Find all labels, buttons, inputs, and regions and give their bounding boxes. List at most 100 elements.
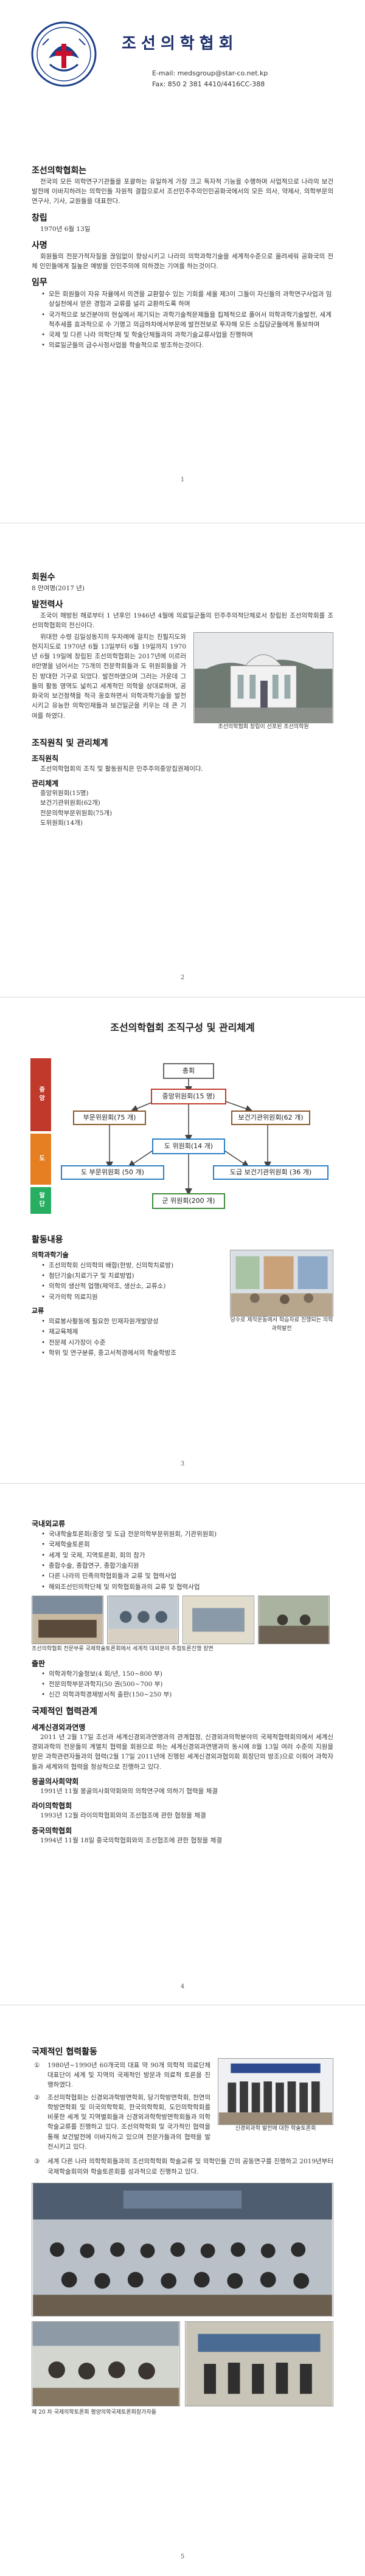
participants-photo-1 <box>32 2321 180 2406</box>
activities-list-1: 조선의학회 신의학의 배합(한방, 신의학치료방) 첨단기술(치료기구 및 치료… <box>32 1261 224 1302</box>
mission-heading: 사명 <box>32 240 47 250</box>
duties-list: 모든 회원들이 자유 자율에서 의견을 교환할수 있는 기회를 세울 제3이 그… <box>32 289 333 351</box>
duties-heading: 임무 <box>32 278 47 288</box>
list-item: 의학의 생산적 업행(제약조, 생산소, 교류소) <box>41 1281 224 1292</box>
page-2: 회원수 8 만여명(2017 년) 발전력사 조국이 해방된 해로부터 1 년후… <box>0 523 365 997</box>
org-box-province-health: 도급 보건기관위원회 (36 개) <box>213 1165 328 1180</box>
side-label-local: 말단 <box>30 1187 51 1214</box>
conference-photos <box>32 1595 333 1644</box>
intl-section: 국내외교류 국내학술토론회(중앙 및 도급 전문의학부문위원회, 기관위원회) … <box>32 1514 333 1845</box>
coop-who-heading: 세계신경외과연맹 <box>32 1723 86 1732</box>
academy-building-photo <box>193 632 333 723</box>
publ-list: 의학과학기술정보(4 회/년, 150~800 부) 전문의학부문과학지(50 … <box>32 1669 333 1700</box>
list-item: 전문제 시가장이 수준 <box>41 1338 224 1348</box>
coop-org-text: 1991년 11월 몽골의사회약회와의 의학연구에 의하기 협력을 체결 <box>40 1788 218 1796</box>
page-4: 국내외교류 국내학술토론회(중앙 및 도급 전문의학부문위원회, 기관위원회) … <box>0 1483 365 2005</box>
page-number: 3 <box>180 1461 185 1467</box>
coop-org-text: 1994년 11월 18일 중국의학협회와의 조선협조에 관한 협정을 체결 <box>40 1836 222 1844</box>
list-item: 세계 및 국제, 지역토론회, 회의 참가 <box>41 1551 333 1561</box>
membership-value: 8 만여명(2017 년) <box>32 584 85 592</box>
photo-caption: 당수로 제작운동에서 학습자료 진행되는 의학과학발전 <box>230 1317 333 1332</box>
intro-heading: 조선의학협회는 <box>32 166 87 176</box>
list-item: 학위 및 연구분류, 중고서적경에서의 학술학방조 <box>41 1348 224 1359</box>
org-box-central: 중앙위원회(15 명) <box>151 1089 226 1104</box>
activities-section: 활동내용 의학과학기술 조선의학회 신의학의 배합(한방, 신의학치료방) 첨단… <box>32 1228 333 1359</box>
publ-heading: 출판 <box>32 1659 46 1668</box>
activities-list-2: 의료봉사활동에 필요한 인재자원개발양성 재교육체제 전문제 시가장이 수준 학… <box>32 1317 224 1358</box>
list-item: 국제 및 다른 나라 의학단체 및 학술단체들과의 과학기술교류사업을 진행하며 <box>41 330 333 340</box>
page-3: 조선의학협회 조직구성 및 관리체계 중앙 도 말단 총회 중앙위원회(15 명… <box>0 997 365 1483</box>
coop-who-text: 2011 년 2월 17일 조선과 세계신경외과연맹과의 관계협정, 신경외과의… <box>32 1733 333 1771</box>
side-label-province: 도 <box>30 1134 51 1185</box>
org-box-health-inst: 보건기관위원회(62 개) <box>231 1111 310 1125</box>
list-item: 모든 회원들이 자유 자율에서 의견을 교환할수 있는 기회를 세울 제3이 그… <box>41 289 333 309</box>
association-logo <box>31 21 97 87</box>
photo-caption: 제 20 차 국제의학토론회 평양의학국제토론회참가자들 <box>32 2409 157 2416</box>
coop-org-text: 1993년 12월 라이의학협회와의 조선협조에 관한 협정을 체결 <box>40 1812 206 1820</box>
list-item: 전문의학부문위원회(75개) <box>40 809 113 817</box>
list-item: 조선의학회 신의학의 배합(한방, 신의학치료방) <box>41 1261 224 1271</box>
list-item: 해외조선인의학단체 및 의학협회들과의 교류 및 협력사업 <box>41 1582 333 1593</box>
coop-org-heading: 몽골의사회약회 <box>32 1777 79 1786</box>
list-item: 국내학술토론회(중앙 및 도급 전문의학부문위원회, 기관위원회) <box>41 1529 333 1540</box>
coop-org-heading: 라이의학협회 <box>32 1802 72 1811</box>
contact-info: E-mail: medsgroup@star-co.net.kp Fax: 85… <box>152 68 268 89</box>
conference-photo-2 <box>107 1595 179 1644</box>
org-chart-title: 조선의학협회 조직구성 및 관리체계 <box>110 1022 255 1033</box>
founding-heading: 창립 <box>32 213 47 223</box>
intl-heading: 국내외교류 <box>32 1520 66 1528</box>
coop-heading: 국제적인 협력관계 <box>32 1706 97 1717</box>
history-text-2: 위대한 수령 김일성동지의 두차례에 걸치는 친필지도와 현지지도로 1970년… <box>32 633 186 720</box>
coop-activities-heading: 국제적인 협력활동 <box>32 2047 97 2057</box>
history-text-1: 조국이 해방된 해로부터 1 년후인 1946년 4월에 의료일군들의 민주주의… <box>32 612 333 630</box>
org-box-congress: 총회 <box>163 1063 214 1079</box>
list-item: 전문의학부문과학지(50 권(500~700 부) <box>41 1679 333 1690</box>
intro-section: 조선의학협회는 전국의 모든 의학연구기관들을 포괄하는 유일하게 가장 크고 … <box>32 159 333 351</box>
coop-org-heading: 중국의학협회 <box>32 1826 72 1835</box>
email-text[interactable]: E-mail: medsgroup@star-co.net.kp <box>152 69 268 77</box>
membership-section: 회원수 8 만여명(2017 년) 발전력사 조국이 해방된 해로부터 1 년후… <box>32 566 333 828</box>
activities-sub2: 교류 <box>32 1307 44 1315</box>
conference-photo-3 <box>182 1595 254 1644</box>
side-label-central: 중앙 <box>30 1058 51 1131</box>
intl-list: 국내학술토론회(중앙 및 도급 전문의학부문위원회, 기관위원회) 국제학술토론… <box>32 1529 333 1592</box>
list-item: 의료봉사활동에 필요한 인재자원개발양성 <box>41 1317 224 1327</box>
page-number: 5 <box>180 2554 185 2560</box>
activities-heading: 활동내용 <box>32 1235 63 1245</box>
exhibition-photo <box>230 1249 333 1317</box>
photo-caption: 조선의학협회 창립이 선포된 조선의학원 <box>218 723 309 730</box>
page-number: 4 <box>180 1983 185 1990</box>
history-heading: 발전력사 <box>32 600 63 610</box>
list-item: 의학과학기술정보(4 회/년, 150~800 부) <box>41 1669 333 1679</box>
page-number: 2 <box>180 974 185 981</box>
list-item: 신간 의학과학경제방서적 출판(150~250 부) <box>41 1690 333 1700</box>
page-1: 조선의학협회 E-mail: medsgroup@star-co.net.kp … <box>0 0 365 523</box>
list-item: 재교육체제 <box>41 1327 224 1337</box>
principle-text: 조선의학협회의 조직 및 활동원칙은 민주주의중앙집권제이다. <box>40 765 203 773</box>
list-item: 종합수술, 종합연구, 종합기술지원 <box>41 1561 333 1571</box>
page-number: 1 <box>180 477 185 483</box>
membership-heading: 회원수 <box>32 573 55 582</box>
list-item: 다른 나라의 민족의학협회들과 교류 및 협력사업 <box>41 1571 333 1582</box>
activities-sub1: 의학과학기술 <box>32 1250 69 1259</box>
founding-date: 1970년 6월 13일 <box>40 225 91 233</box>
org-box-county: 군 위원회(200 개) <box>152 1193 225 1209</box>
org-box-province-dept: 도 부문위원회 (50 개) <box>61 1165 164 1180</box>
photo-caption: 조선의학협회 전문부류 국제학술토론회에서 세계적 대외분야 추첨토론진행 장면 <box>32 1645 214 1652</box>
conference-hall-photo <box>32 2182 333 2316</box>
mgmt-list: 중앙위원회(15명) 보건기관위원회(62개) 전문의학부문위원회(75개) 도… <box>32 788 333 828</box>
principle-heading: 조직원칙 <box>32 754 59 763</box>
participants-photo-2 <box>185 2321 333 2406</box>
mission-text: 회원들의 전문가적자질을 끊임없이 향상시키고 나라의 의학과학기술을 세계적수… <box>32 252 333 270</box>
conference-photo-4 <box>258 1595 330 1644</box>
list-item: 보건기관위원회(62개) <box>40 799 100 807</box>
list-item: 국가의학 의료지원 <box>41 1292 224 1303</box>
list-item: 중앙위원회(15명) <box>40 790 89 797</box>
symposium-photo <box>218 2058 333 2125</box>
